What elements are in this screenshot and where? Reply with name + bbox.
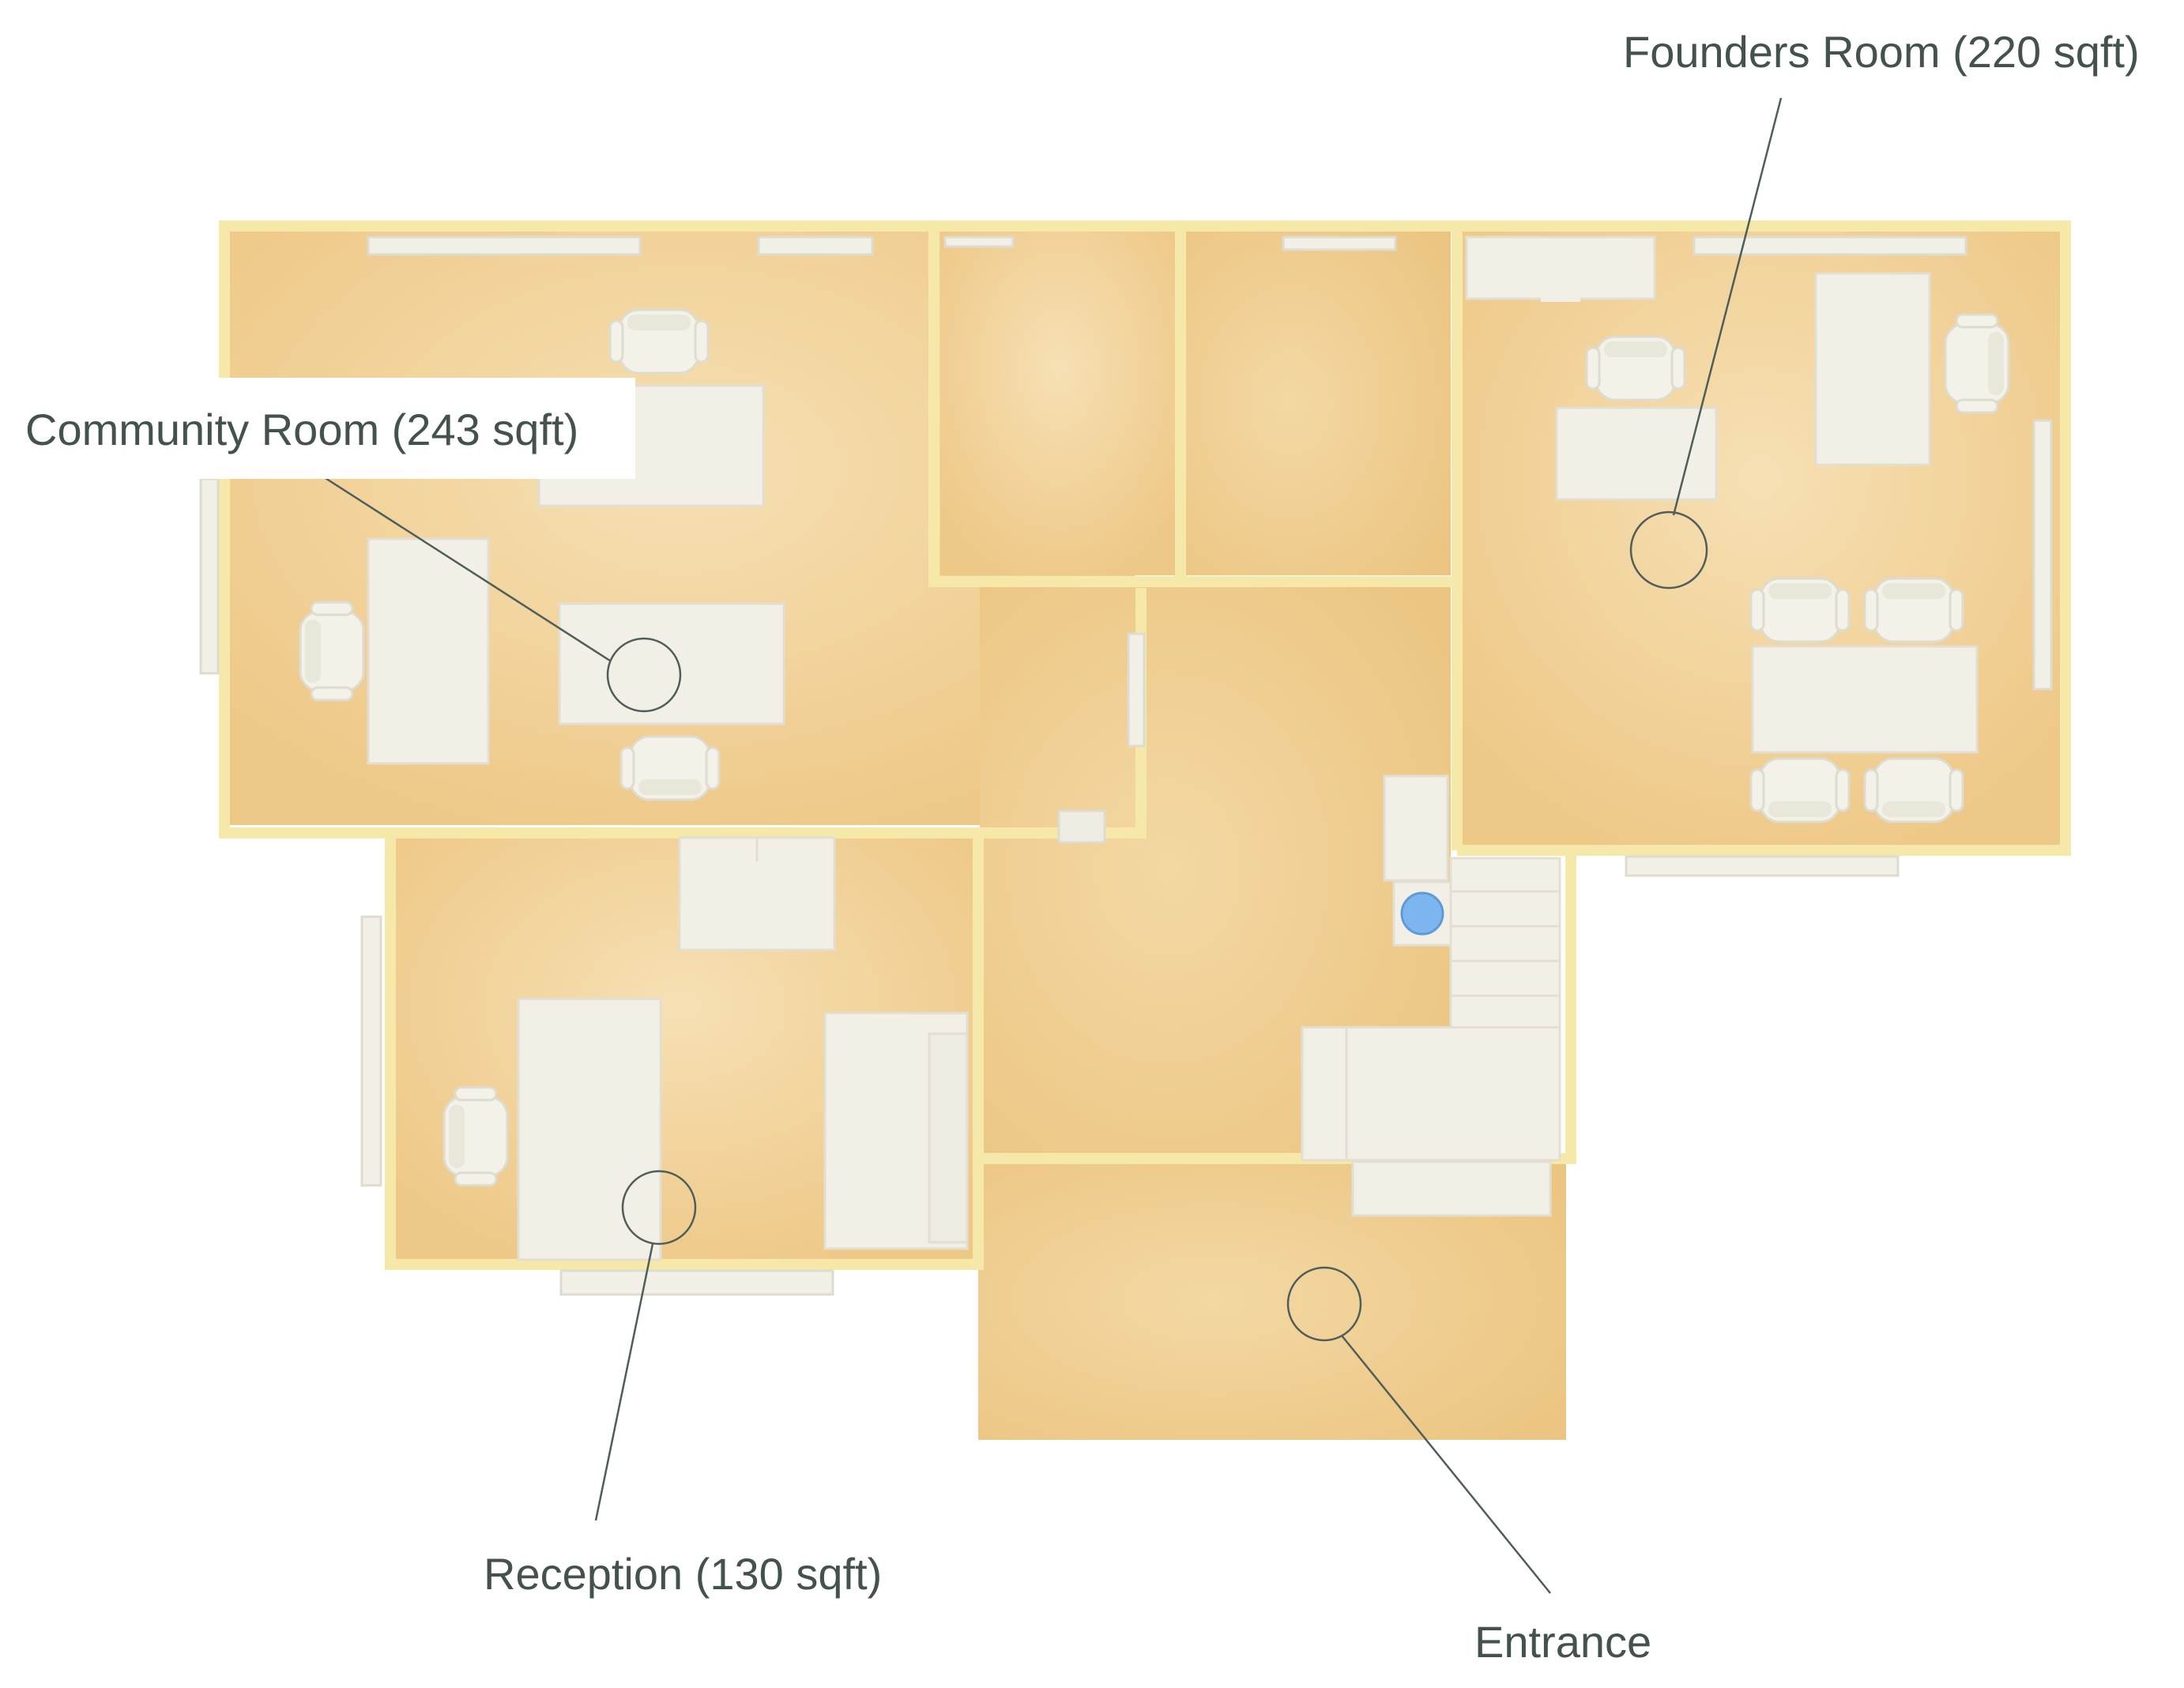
windows bbox=[199, 235, 2053, 1296]
entrance-label: Entrance bbox=[1474, 1617, 1652, 1667]
chair-icon bbox=[1585, 335, 1686, 401]
reception-target-circle bbox=[621, 1170, 697, 1245]
entrance-leader-line bbox=[1341, 1335, 1551, 1594]
chair-icon bbox=[299, 601, 365, 702]
founders-leader-line bbox=[1672, 97, 1783, 516]
callouts bbox=[318, 97, 1783, 1594]
chair-icon bbox=[442, 1086, 509, 1187]
entrance-target-circle bbox=[1286, 1266, 1362, 1342]
reception-label: Reception (130 sqft) bbox=[484, 1549, 883, 1599]
middle-room-2-floor bbox=[1182, 231, 1451, 575]
water-cooler-icon bbox=[1400, 891, 1444, 936]
stairs-icon bbox=[1301, 857, 1561, 1217]
walls bbox=[219, 220, 2071, 1270]
chair-icon bbox=[1863, 577, 1964, 643]
reception-leader-line bbox=[594, 1243, 654, 1521]
reception-furniture bbox=[442, 836, 969, 1261]
hallway-fixtures bbox=[1301, 774, 1561, 1217]
chair-icon bbox=[1749, 757, 1851, 823]
community-label-box bbox=[0, 378, 635, 479]
chair-icon bbox=[1944, 313, 2010, 414]
chair-icon bbox=[1863, 757, 1964, 823]
chair-icon bbox=[608, 308, 710, 375]
chair-icon bbox=[619, 735, 721, 801]
community-target-circle bbox=[606, 637, 682, 713]
community-room-label: Community Room (243 sqft) bbox=[25, 405, 579, 454]
chair-icon bbox=[1749, 577, 1851, 643]
founders-target-circle bbox=[1629, 511, 1708, 590]
founders-room-furniture bbox=[1465, 235, 2010, 823]
middle-room-1-floor bbox=[940, 231, 1177, 575]
community-leader-line bbox=[318, 473, 611, 662]
founders-room-label: Founders Room (220 sqft) bbox=[1623, 27, 2140, 77]
